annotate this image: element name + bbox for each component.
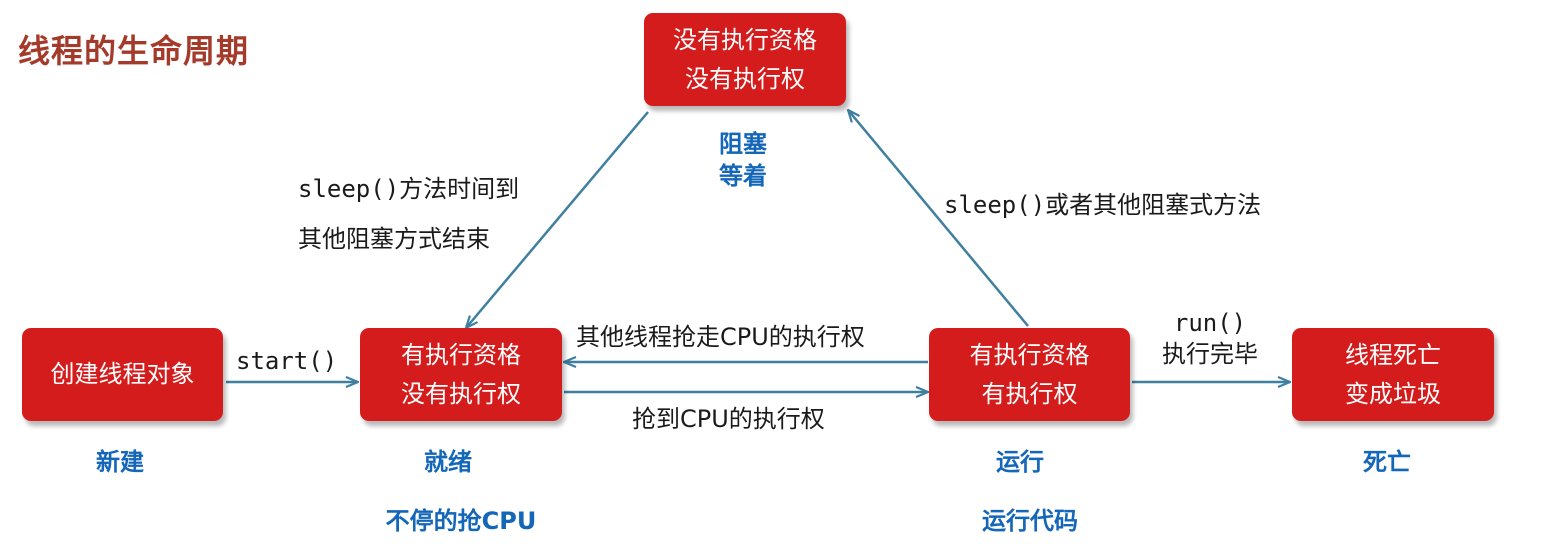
node-ready: 有执行资格 没有执行权 (360, 328, 562, 421)
page-title: 线程的生命周期 (18, 32, 250, 70)
node-blocked-line1: 没有执行资格 (673, 26, 817, 55)
edge-label-preempted: 其他线程抢走CPU的执行权 (576, 323, 865, 351)
node-ready-line2: 没有执行权 (401, 379, 521, 408)
node-new: 创建线程对象 (22, 328, 223, 421)
state-blocked-line2: 等着 (719, 162, 767, 191)
node-blocked-line2: 没有执行权 (685, 64, 805, 93)
node-dead-line1: 线程死亡 (1345, 341, 1441, 370)
arrow-running-to-blocked (848, 110, 1029, 327)
state-dead: 死亡 (1363, 448, 1411, 476)
node-blocked: 没有执行资格 没有执行权 (644, 13, 846, 106)
edge-label-unblock-line1: sleep()方法时间到 (298, 174, 519, 205)
edge-label-run-done-line1: run() (1173, 309, 1247, 337)
edge-label-block-text: 或者其他阻塞式方法 (1045, 191, 1262, 219)
edge-label-unblock-text: 方法时间到 (399, 175, 520, 203)
edge-label-run-done-line2: 执行完毕 (1162, 340, 1258, 369)
node-dead-line2: 变成垃圾 (1345, 379, 1441, 408)
node-running-line1: 有执行资格 (969, 341, 1090, 370)
state-running: 运行 (996, 448, 1044, 476)
edge-label-unblock-line2: 其他阻塞方式结束 (298, 225, 490, 253)
node-running: 有执行资格 有执行权 (929, 328, 1130, 421)
edge-label-block: sleep()或者其他阻塞式方法 (944, 190, 1261, 221)
state-running-desc: 运行代码 (982, 507, 1078, 535)
node-ready-line1: 有执行资格 (401, 341, 521, 370)
edge-label-start: start() (236, 347, 338, 375)
arrow-blocked-to-ready (466, 111, 649, 328)
state-ready: 就绪 (424, 448, 472, 476)
edge-label-gets-cpu: 抢到CPU的执行权 (632, 405, 825, 433)
edge-label-block-code: sleep() (944, 191, 1046, 219)
node-dead: 线程死亡 变成垃圾 (1292, 328, 1494, 421)
node-new-line1: 创建线程对象 (50, 360, 195, 389)
node-running-line2: 有执行权 (981, 379, 1078, 408)
state-blocked: 阻塞 等着 (693, 128, 793, 193)
edge-label-unblock-code: sleep() (298, 175, 400, 203)
state-new: 新建 (96, 448, 144, 476)
edge-label-run-done: run() 执行完毕 (1148, 308, 1272, 370)
state-blocked-line1: 阻塞 (719, 130, 767, 158)
state-ready-desc: 不停的抢CPU (385, 507, 537, 535)
